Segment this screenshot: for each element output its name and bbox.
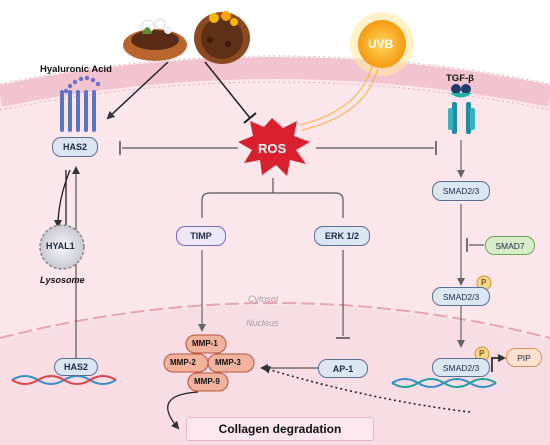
erk-node: ERK 1/2 xyxy=(314,226,370,246)
sun-icon xyxy=(350,12,414,76)
hyal1-label: HYAL1 xyxy=(46,241,75,251)
smad23-node-b: SMAD2/3 xyxy=(432,287,490,306)
ap1-node: AP-1 xyxy=(318,359,368,378)
dna-left-icon xyxy=(11,375,117,385)
mmp9-shape xyxy=(187,372,229,392)
phospho-label-b: P xyxy=(479,349,485,358)
mmp9-label: MMP-9 xyxy=(194,377,220,386)
membrane-inner-line xyxy=(0,81,550,111)
ros-burst-icon xyxy=(238,118,310,176)
uvb-ray-2 xyxy=(301,67,379,131)
lysosome-icon xyxy=(39,224,85,270)
hyaluronic-acid-chain xyxy=(63,75,101,94)
inhibit-herb-to-ros xyxy=(204,61,251,119)
mmp3-label: MMP-3 xyxy=(215,358,241,367)
arrow-has2-to-hyal1 xyxy=(54,169,71,228)
arrow-mmp-to-collagen xyxy=(167,391,199,430)
nucleus-label: Nucleus xyxy=(246,318,279,328)
mmp2-label: MMP-2 xyxy=(170,358,196,367)
ros-label: ROS xyxy=(258,141,287,156)
mmp1-label: MMP-1 xyxy=(192,339,218,348)
mmp3-shape xyxy=(207,353,255,373)
lysosome-label: Lysosome xyxy=(40,275,85,285)
uvb-label: UVB xyxy=(368,37,394,51)
smad23-node-a: SMAD2/3 xyxy=(432,181,490,201)
dna-right-icon xyxy=(391,378,497,388)
cytosol-label: Cytosol xyxy=(248,294,279,304)
uvb-ray-1 xyxy=(299,65,373,126)
smad7-node: SMAD7 xyxy=(485,236,535,255)
has2-gene-node: HAS2 xyxy=(54,358,98,376)
has2-node: HAS2 xyxy=(52,137,98,157)
collagen-degradation-box: Collagen degradation xyxy=(186,417,374,441)
nucleus-area xyxy=(0,305,550,445)
tgf-beta-label: TGF-β xyxy=(446,73,474,84)
pip-node: PIP xyxy=(506,348,542,367)
phospho-label-a: P xyxy=(481,278,487,287)
smad23-node-c: SMAD2/3 xyxy=(432,358,490,377)
arrow-smad-to-pip xyxy=(491,354,506,372)
tgf-beta-receptor-icon xyxy=(448,84,475,134)
mmp1-shape xyxy=(185,334,227,354)
hyaluronic-acid-label: Hyaluronic Acid xyxy=(40,64,112,75)
timp-node: TIMP xyxy=(176,226,226,246)
has2-transmembrane-icon xyxy=(60,90,96,132)
membrane-outer-line xyxy=(0,55,550,85)
arrow-herb-to-has2 xyxy=(106,61,169,120)
